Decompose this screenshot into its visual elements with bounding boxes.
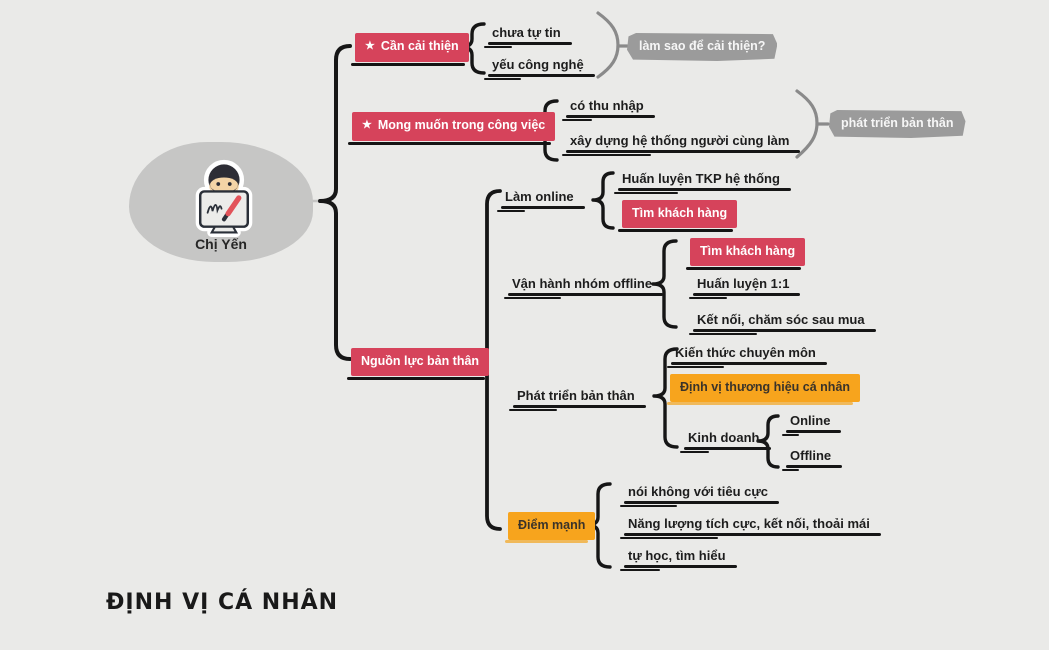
node-ket-noi-cham-soc[interactable]: Kết nối, chăm sóc sau mua: [689, 313, 876, 335]
node-diem-manh[interactable]: Điểm mạnh: [504, 512, 596, 543]
node-kinh-doanh-online[interactable]: Online: [781, 414, 843, 436]
node-label: Mong muốn trong công việc: [377, 118, 546, 132]
node-label: Tìm khách hàng: [632, 206, 728, 220]
node-tim-khach-hang-offline[interactable]: Tìm khách hàng: [685, 238, 806, 270]
gray-brackets: [596, 11, 830, 159]
node-can-cai-thien[interactable]: ★ Cần cải thiện: [351, 33, 469, 66]
node-dinh-vi-thuong-hieu[interactable]: Định vị thương hiệu cá nhân: [666, 374, 861, 405]
node-kien-thuc-chuyen-mon[interactable]: Kiến thức chuyên môn: [667, 346, 827, 368]
star-icon: ★: [365, 40, 375, 52]
brace-center: [318, 44, 352, 361]
map-title[interactable]: ĐỊNH VỊ CÁ NHÂN: [106, 590, 339, 615]
node-nguon-luc-ban-than[interactable]: Nguồn lực bản thân: [346, 348, 490, 380]
node-yeu-cong-nghe[interactable]: yếu công nghệ: [484, 58, 595, 80]
node-label: Tìm khách hàng: [700, 244, 796, 258]
node-label: Nguồn lực bản thân: [361, 354, 480, 368]
callout-lam-sao-de-cai-thien[interactable]: làm sao để cải thiện?: [627, 33, 778, 61]
brace-develop: [652, 347, 679, 449]
brace-business: [756, 414, 780, 469]
node-huan-luyen-tkp[interactable]: Huấn luyện TKP hệ thống: [614, 172, 791, 194]
node-van-hanh-nhom-offline[interactable]: Vận hành nhóm offline: [503, 277, 664, 299]
node-label: Điểm mạnh: [518, 518, 586, 532]
center-node-label[interactable]: Chị Yến: [195, 236, 247, 252]
node-lam-online[interactable]: Làm online: [497, 190, 585, 212]
bracket-desire-callout: [795, 89, 819, 159]
star-icon: ★: [362, 119, 372, 131]
brace-offline: [651, 239, 678, 329]
node-tu-hoc-tim-hieu[interactable]: tự học, tìm hiểu: [620, 549, 737, 571]
node-noi-khong-tieu-cuc[interactable]: nói không với tiêu cực: [619, 485, 780, 507]
node-chua-tu-tin[interactable]: chưa tự tin: [484, 26, 572, 48]
node-kinh-doanh[interactable]: Kinh doanh: [680, 431, 770, 453]
brace-online: [591, 171, 615, 230]
bracket-improve-callout: [596, 11, 620, 79]
node-label: Cần cải thiện: [380, 39, 459, 53]
person-laptop-icon: [195, 159, 253, 237]
node-kinh-doanh-offline[interactable]: Offline: [781, 449, 843, 471]
node-co-thu-nhap[interactable]: có thu nhập: [562, 99, 655, 121]
node-xay-dung-he-thong[interactable]: xây dựng hệ thống người cùng làm: [561, 134, 801, 156]
node-phat-trien-ban-than[interactable]: Phát triển bản thân: [509, 389, 646, 411]
callout-phat-trien-ban-than[interactable]: phát triển bản thân: [829, 110, 966, 138]
node-label: Định vị thương hiệu cá nhân: [680, 380, 851, 394]
node-tim-khach-hang-online[interactable]: Tìm khách hàng: [617, 200, 738, 232]
node-mong-muon-trong-cong-viec[interactable]: ★ Mong muốn trong công việc: [347, 112, 556, 145]
node-huan-luyen-1-1[interactable]: Huấn luyện 1:1: [688, 277, 801, 299]
node-nang-luong-tich-cuc[interactable]: Năng lượng tích cực, kết nối, thoải mái: [620, 517, 881, 539]
